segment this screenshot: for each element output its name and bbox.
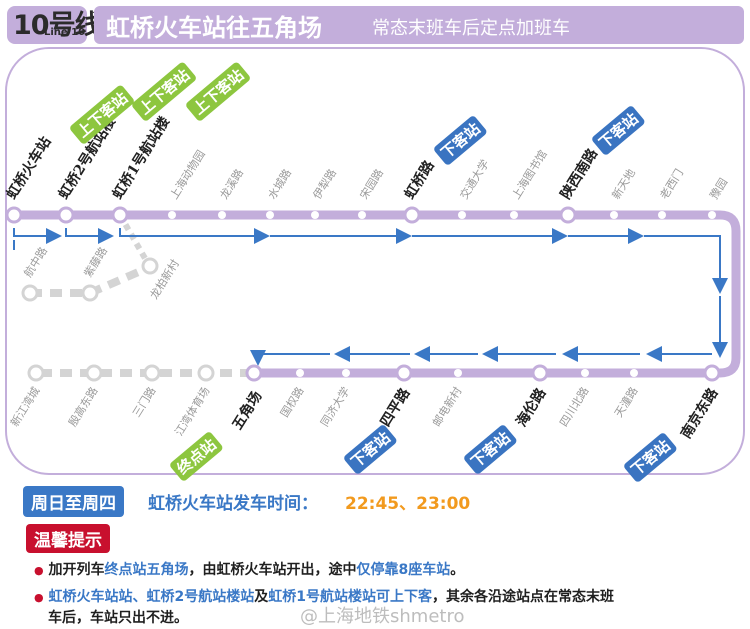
station-label: 四平路 xyxy=(377,384,414,429)
station-label: 豫园 xyxy=(708,176,731,202)
tips-badge: 温馨提示 xyxy=(26,524,110,553)
title-bar xyxy=(94,6,744,44)
title-main: 虹桥火车站往五角场 xyxy=(106,14,322,42)
station-label: 新天地 xyxy=(609,166,638,201)
station-label: 南京东路 xyxy=(677,384,722,441)
station-label: 航中路 xyxy=(21,244,50,279)
station-label: 天潼路 xyxy=(611,384,640,419)
station-label: 国权路 xyxy=(278,385,307,420)
station-label: 伊犁路 xyxy=(310,166,339,201)
station-label: 虹桥1号航站楼 xyxy=(109,114,173,203)
station-label: 同济大学 xyxy=(317,384,352,429)
station-label: 陕西南路 xyxy=(557,145,602,202)
route-arrow xyxy=(65,228,114,244)
station-label: 上海图书馆 xyxy=(509,148,550,202)
station-label: 龙溪路 xyxy=(218,167,247,202)
station-label: 江湾体育场 xyxy=(172,384,213,438)
note-2: ● 虹桥火车站站、虹桥2号航站楼站及虹桥1号航站楼站可上下客，其余各沿途站点在常… xyxy=(34,589,614,605)
station-label: 上海动物园 xyxy=(167,148,208,202)
station-label: 三门路 xyxy=(129,384,158,419)
station-label: 交通大学 xyxy=(457,157,492,202)
bullet: ● xyxy=(34,591,44,604)
line-number: 10号线 xyxy=(13,10,102,41)
station-label: 水城路 xyxy=(266,167,295,202)
departure-label: 虹桥火车站发车时间： xyxy=(148,494,318,514)
line-10-track xyxy=(7,210,741,378)
route-arrow xyxy=(119,228,270,244)
line-badge xyxy=(7,6,87,44)
bullet: ● xyxy=(34,564,44,577)
note-1: ● 加开列车终点站五角场，由虹桥火车站开出，途中仅停靠8座车站。 xyxy=(34,562,465,578)
route-arrow xyxy=(250,350,330,366)
station-label: 殷高东路 xyxy=(65,384,100,429)
station-label: 邮电新村 xyxy=(429,384,464,429)
route-map: 虹桥火车站 虹桥2号航站楼 虹桥1号航站楼 虹桥路 陕西南路 五角场 四平路 海… xyxy=(3,114,741,442)
station-label: 宋园路 xyxy=(357,166,386,201)
branch-stations xyxy=(21,257,159,302)
station-label: 海伦路 xyxy=(513,384,550,429)
station-label: 四川北路 xyxy=(557,385,591,429)
line-english-name: Line 10 xyxy=(44,27,86,38)
station-label: 五角场 xyxy=(229,388,266,433)
departure-times: 22:45、23:00 xyxy=(345,494,471,514)
station-label: 虹桥火车站 xyxy=(3,134,55,202)
station-label: 新江湾城 xyxy=(7,384,42,429)
station-label: 紫藤路 xyxy=(82,245,111,280)
title-subtitle: 常态末班车后定点加班车 xyxy=(372,18,570,39)
route-arrow xyxy=(644,235,728,294)
watermark: @上海地铁shmetro xyxy=(300,606,465,627)
station-label: 老西门 xyxy=(657,166,686,201)
map-frame xyxy=(5,47,745,475)
days-badge: 周日至周四 xyxy=(23,486,124,517)
top-stations xyxy=(5,206,716,224)
bottom-stations xyxy=(27,364,721,382)
route-arrow xyxy=(13,228,62,244)
note-2-cont: 车后，车站只出不进。 xyxy=(48,610,188,626)
station-label: 虹桥路 xyxy=(401,157,438,202)
